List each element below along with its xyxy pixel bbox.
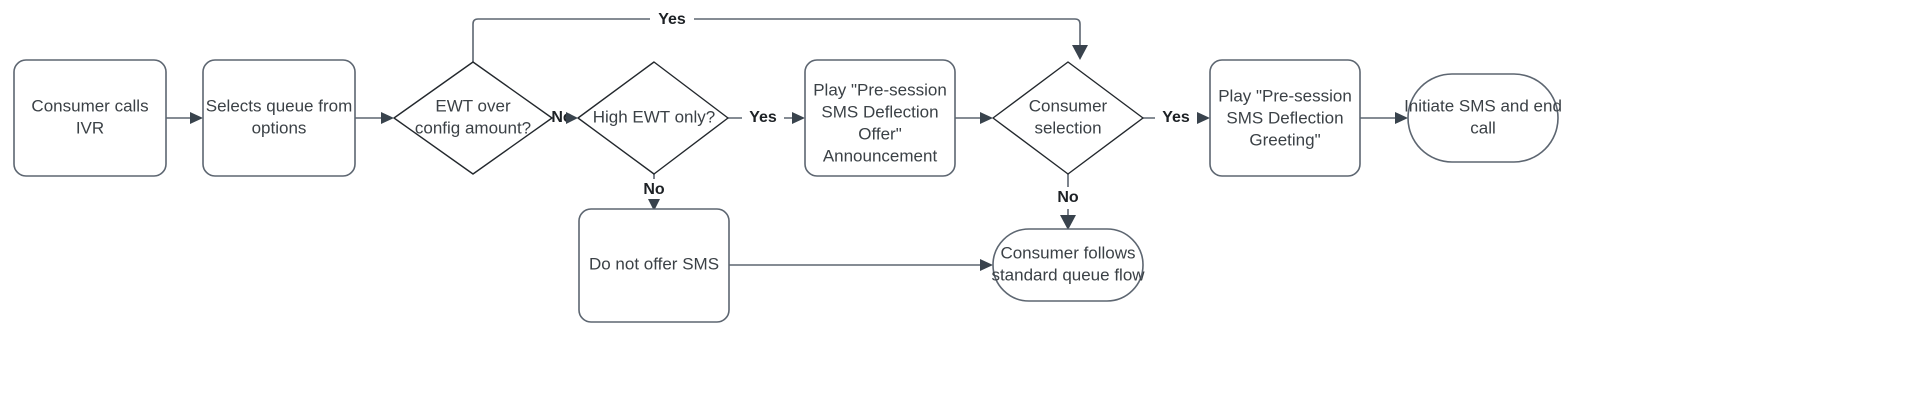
arrowhead-icon (381, 112, 394, 124)
node-shape-diamond[interactable] (992, 61, 1144, 175)
node-label-line: options (252, 118, 307, 137)
node-play-greeting[interactable]: Play "Pre-session SMS Deflection Greetin… (1209, 59, 1361, 177)
node-label-line: High EWT only? (593, 107, 716, 126)
edge-label-backdrop (742, 106, 784, 128)
arrowhead-icon (792, 112, 805, 124)
node-shape-rounded-rect[interactable] (13, 59, 167, 177)
edge-ewt-check-yes-to-play-offer: Yes (472, 8, 1088, 62)
node-shape-stadium[interactable] (992, 228, 1144, 302)
edge-label-no-high-ewt: No (643, 181, 665, 198)
edge-layer: Play Offer Announcement (top route) --> … (166, 8, 1408, 271)
node-shape-rounded-rect[interactable] (804, 59, 956, 177)
node-label-line: Offer" (858, 124, 902, 143)
arrowhead-icon (980, 259, 993, 271)
node-consumer-follows-queue[interactable]: Consumer follows standard queue flow (991, 228, 1145, 302)
node-label-line: Play "Pre-session (1218, 86, 1352, 105)
arrowhead-icon (1395, 112, 1408, 124)
edge-do-not-offer-to-queue-flow (729, 259, 993, 271)
edge-label-yes-consumer-selection: Yes (1162, 109, 1190, 126)
edge-label-no-consumer-selection: No (1057, 189, 1079, 206)
node-label-line: IVR (76, 118, 104, 137)
node-label-line: Do not offer SMS (589, 254, 719, 273)
node-shape-rounded-rect[interactable] (202, 59, 356, 177)
edge-line (472, 18, 1081, 62)
edge-consumer-calls-to-selects-queue (166, 112, 203, 124)
edge-ewt-check-no-to-high-ewt: No (545, 106, 581, 128)
node-selects-queue[interactable]: Selects queue from options (202, 59, 356, 177)
node-label-line: EWT over (435, 96, 511, 115)
arrowhead-icon (648, 199, 660, 211)
node-play-offer-announcement[interactable]: Play "Pre-session SMS Deflection Offer" … (804, 59, 956, 177)
arrowhead-icon (566, 112, 578, 124)
node-label-line: config amount? (415, 118, 531, 137)
edge-label-backdrop (650, 8, 694, 30)
arrowhead-icon (980, 112, 993, 124)
edge-play-greeting-to-initiate-sms (1360, 112, 1408, 124)
edge-high-ewt-no-to-do-not-offer: No (636, 174, 672, 211)
edge-label-backdrop (545, 106, 581, 128)
edge-play-offer-to-consumer-selection (955, 112, 993, 124)
edge-selects-queue-to-ewt-check (355, 112, 394, 124)
node-label-line: Initiate SMS and end (1404, 96, 1562, 115)
node-label-line: Consumer calls (31, 96, 148, 115)
node-consumer-calls-ivr[interactable]: Consumer calls IVR (13, 59, 167, 177)
node-label-line: SMS Deflection (821, 102, 938, 121)
edge-high-ewt-yes-to-play-offer: Yes (728, 106, 805, 128)
edge-consumer-selection-yes-to-play-greeting: Yes (1143, 106, 1210, 128)
node-label-line: SMS Deflection (1226, 108, 1343, 127)
edge-label-yes-ewt: Yes (658, 11, 686, 28)
node-consumer-selection[interactable]: Consumer selection (992, 61, 1144, 175)
node-initiate-sms-end-call[interactable]: Initiate SMS and end call (1404, 73, 1562, 163)
node-high-ewt-only[interactable]: High EWT only? (577, 61, 729, 175)
arrowhead-icon (1060, 215, 1076, 230)
node-shape-rounded-rect[interactable] (1209, 59, 1361, 177)
node-do-not-offer-sms[interactable]: Do not offer SMS (578, 208, 730, 323)
node-label-line: selection (1034, 118, 1101, 137)
edge-label-yes-high-ewt: Yes (749, 109, 777, 126)
node-shape-rounded-rect[interactable] (578, 208, 730, 323)
node-label-line: Announcement (823, 146, 938, 165)
node-label-line: Consumer follows (1000, 243, 1135, 262)
node-layer: Consumer calls IVR Selects queue from op… (13, 59, 1562, 323)
node-label-line: call (1470, 118, 1496, 137)
node-shape-diamond[interactable] (577, 61, 729, 175)
node-shape-diamond[interactable] (393, 61, 553, 175)
node-label-line: Play "Pre-session (813, 80, 947, 99)
node-label-line: Consumer (1029, 96, 1108, 115)
node-shape-stadium[interactable] (1407, 73, 1559, 163)
node-ewt-over-config[interactable]: EWT over config amount? (393, 61, 553, 175)
arrowhead-icon (1197, 112, 1210, 124)
arrowhead-icon (190, 112, 203, 124)
node-label-line: Selects queue from (206, 96, 352, 115)
edge-label-backdrop (1155, 106, 1197, 128)
edge-label-backdrop (636, 179, 672, 201)
edge-consumer-selection-no-to-queue-flow: No (1050, 174, 1086, 230)
node-label-line: standard queue flow (991, 265, 1145, 284)
edge-label-backdrop (1050, 187, 1086, 209)
arrowhead-icon (1072, 45, 1088, 60)
node-label-line: Greeting" (1249, 130, 1320, 149)
